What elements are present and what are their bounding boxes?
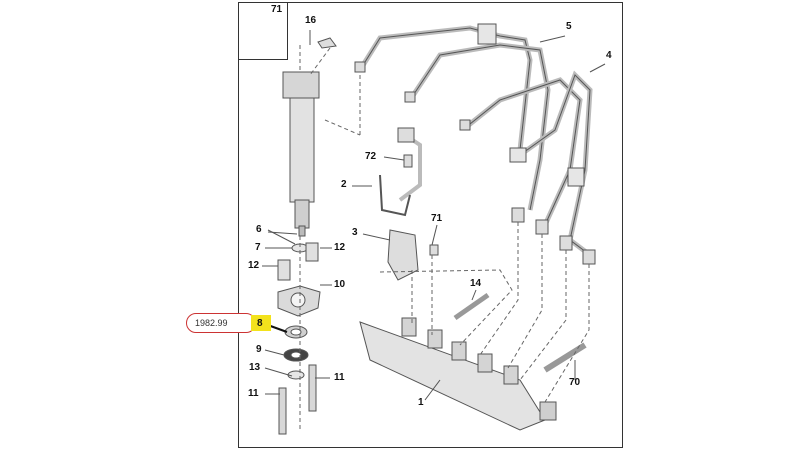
- part-label-3: 3: [352, 227, 358, 238]
- part-label-7: 7: [255, 242, 261, 253]
- injector: [282, 71, 320, 237]
- part-label-5: 5: [566, 21, 572, 32]
- part-label-6: 6: [256, 224, 262, 235]
- highlighted-part-8[interactable]: 8: [251, 315, 271, 331]
- part-label-12-left: 12: [248, 260, 260, 271]
- highlighted-part-label: 8: [257, 318, 263, 329]
- part-label-13: 13: [249, 362, 261, 373]
- part-label-70: 70: [569, 377, 581, 388]
- part-label-1: 1: [418, 397, 424, 408]
- part-label-11-left: 11: [248, 388, 259, 399]
- part-label-16: 16: [305, 15, 317, 26]
- injector-clamp-10: [277, 285, 321, 317]
- price-callout[interactable]: 1982.99: [186, 313, 256, 333]
- part-label-10: 10: [334, 279, 346, 290]
- part-label-71: 71: [431, 213, 443, 224]
- part-label-14: 14: [470, 278, 482, 289]
- bracket-2: [379, 174, 411, 217]
- part-label-2: 2: [341, 179, 347, 190]
- part-label-9: 9: [256, 344, 262, 355]
- seal-washer-8: [284, 325, 308, 339]
- bolt-14: [453, 292, 490, 321]
- price-callout-text: 1982.99: [195, 318, 228, 328]
- fuel-rail-1: [359, 317, 557, 431]
- stud-11b: [308, 364, 317, 412]
- part-label-12-right: 12: [334, 242, 346, 253]
- bracket-3: [387, 229, 419, 281]
- part-label-4: 4: [606, 50, 612, 61]
- clip-16: [317, 37, 337, 49]
- part-label-11-right: 11: [334, 372, 345, 383]
- inset-label: 71: [271, 4, 283, 15]
- washer-9: [283, 348, 309, 362]
- inset-frame: 71: [238, 2, 288, 60]
- part-label-72: 72: [365, 151, 377, 162]
- bolt-70: [543, 342, 587, 373]
- stud-11a: [278, 387, 287, 435]
